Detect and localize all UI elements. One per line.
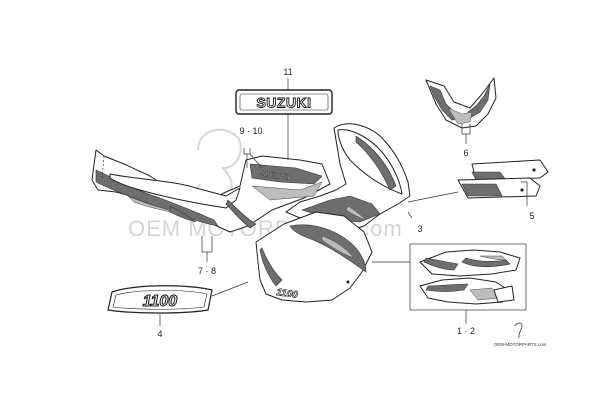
emblem-1100-text: 1100 (143, 293, 178, 310)
part-4-1100-emblem: 1100 (107, 285, 213, 314)
part-6-tank-decals (425, 77, 497, 129)
part-11-suzuki-emblem: SUZUKI (235, 89, 333, 115)
callout-9-10: 9 · 10 (239, 126, 262, 136)
tail-suzuki-text: SUZUKI (260, 169, 290, 182)
credit-logo-icon (514, 322, 523, 339)
callout-6: 6 (463, 148, 468, 158)
part-1-2-detail-box (409, 243, 527, 311)
suzuki-emblem-text: SUZUKI (256, 95, 311, 111)
callouts: 11 9 · 10 6 5 3 7 · 8 4 1 · 2 (157, 67, 534, 339)
callout-4: 4 (157, 329, 162, 339)
callout-5: 5 (529, 211, 534, 221)
credit-mark: OEM-MOTORPARTS.com (494, 322, 547, 347)
fairing-1100-text: 1100 (276, 287, 299, 301)
callout-11: 11 (283, 67, 292, 77)
callout-7-8: 7 · 8 (198, 266, 216, 276)
leader-lines (159, 78, 528, 326)
part-9-10-tail-cowl: SUZUKI (91, 149, 331, 233)
part-3-upper-fairing (285, 123, 411, 233)
callout-3: 3 (417, 224, 422, 234)
part-1-2-lower-fairing: 1100 (255, 211, 373, 303)
credit-text: OEM-MOTORPARTS.com (494, 342, 547, 347)
callout-1-2: 1 · 2 (457, 326, 475, 336)
part-5-side-decals (457, 159, 549, 199)
